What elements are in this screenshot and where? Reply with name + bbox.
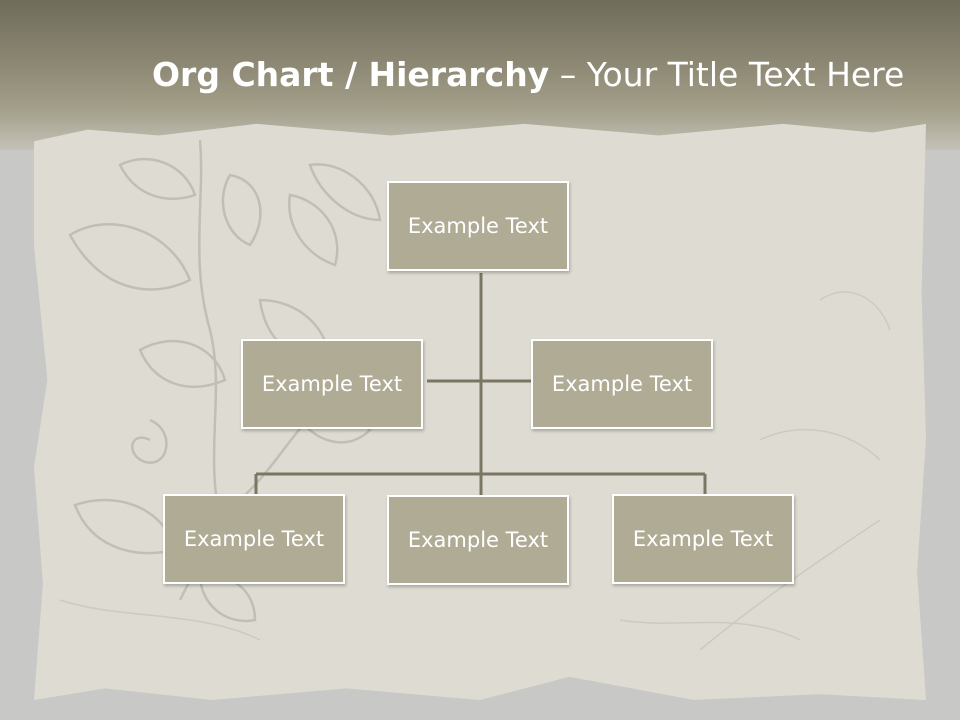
org-node-child-center[interactable]: Example Text [387,495,569,585]
page-title: Org Chart / Hierarchy – Your Title Text … [152,52,912,98]
org-node-child-right[interactable]: Example Text [612,494,794,584]
title-regular: Your Title Text Here [586,55,905,94]
title-dash: – [549,55,587,94]
org-node-assistant-left-label: Example Text [261,372,403,396]
org-node-child-left[interactable]: Example Text [163,494,345,584]
org-node-root-label: Example Text [407,214,549,238]
org-node-assistant-right-label: Example Text [551,372,693,396]
title-banner [0,0,960,150]
org-node-assistant-left[interactable]: Example Text [241,339,423,429]
org-node-child-center-label: Example Text [407,528,549,552]
org-node-root[interactable]: Example Text [387,181,569,271]
org-node-child-left-label: Example Text [183,527,325,551]
org-node-child-right-label: Example Text [632,527,774,551]
title-bold: Org Chart / Hierarchy [152,55,550,94]
org-node-assistant-right[interactable]: Example Text [531,339,713,429]
